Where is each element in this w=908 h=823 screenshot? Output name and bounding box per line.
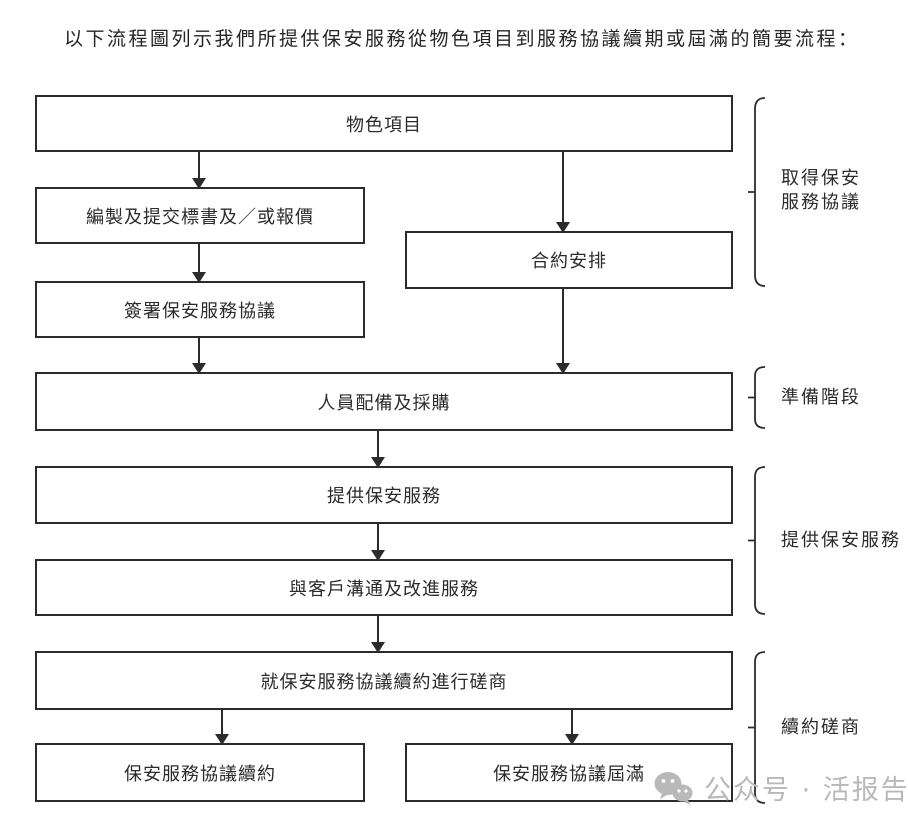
intro-text: 以下流程圖列示我們所提供保安服務從物色項目到服務協議續期或屆滿的簡要流程： [64,28,860,50]
arrow-provide-to-communicate [371,524,385,561]
arrowhead-icon [192,178,206,189]
flow-box-staffing-procurement: 人員配備及採購 [35,372,733,431]
stage-brace-renewal [748,651,766,804]
arrowhead-icon [371,642,385,653]
wechat-icon [654,771,693,805]
arrow-sign-to-staffing [192,338,206,374]
flow-box-label: 簽署保安服務協議 [124,300,276,322]
arrow-staffing-to-provide [371,431,385,468]
flow-box-communicate-improve: 與客戶溝通及改進服務 [35,559,733,616]
stage-brace-acquire [748,97,766,287]
arrow-seek-to-tender [192,152,206,189]
flow-box-contract-arrangement: 合約安排 [405,231,733,289]
flow-box-label: 人員配備及採購 [317,392,451,414]
arrowhead-icon [192,363,206,374]
arrow-negotiate-to-expire [565,710,579,745]
arrowhead-icon [215,734,229,745]
flow-box-label: 保安服務協議續約 [124,763,276,785]
flow-box-label: 提供保安服務 [327,486,441,507]
flow-box-sign-agreement: 簽署保安服務協議 [35,281,365,338]
flow-box-prepare-tender: 編製及提交標書及／或報價 [35,187,365,244]
arrowhead-icon [371,550,385,561]
arrowhead-icon [371,457,385,468]
arrowhead-icon [556,222,570,233]
flow-box-label: 編製及提交標書及／或報價 [86,206,314,228]
arrow-seek-to-contract [556,152,570,233]
arrowhead-icon [565,734,579,745]
stage-label-provision: 提供保安服務 [781,530,901,551]
flow-box-label: 合約安排 [531,251,607,272]
flow-box-seek-project: 物色項目 [35,95,733,152]
flow-box-label: 就保安服務協議續約進行磋商 [260,671,508,693]
flow-box-provide-services: 提供保安服務 [35,466,733,524]
arrow-negotiate-to-renew [215,710,229,745]
flow-box-agreement-renewed: 保安服務協議續約 [35,743,365,802]
stage-label-acquire-agreement: 取得保安 服務協議 [781,167,861,215]
flow-box-negotiate-renewal: 就保安服務協議續約進行磋商 [35,651,733,710]
flow-box-label: 保安服務協議屆滿 [493,763,645,785]
arrow-communicate-to-negotiate [371,616,385,653]
stage-label-preparation: 準備階段 [781,387,861,408]
stage-brace-preparation [748,366,766,429]
watermark-text: 公众号 · 活报告 [704,775,908,806]
arrowhead-icon [192,272,206,283]
stage-label-line: 取得保安 [781,168,861,189]
flow-box-label: 物色項目 [346,114,422,136]
stage-brace-provision [748,466,766,615]
stage-label-line: 服務協議 [781,192,861,213]
stage-label-renewal: 續約磋商 [781,717,861,738]
arrow-contract-to-staffing [556,289,570,374]
watermark: 公众号 · 活报告 [652,768,908,807]
flow-box-label: 與客戶溝通及改進服務 [289,578,479,600]
arrowhead-icon [556,363,570,374]
arrow-tender-to-sign [192,244,206,283]
flow-box-agreement-expired: 保安服務協議屆滿 [405,743,733,802]
